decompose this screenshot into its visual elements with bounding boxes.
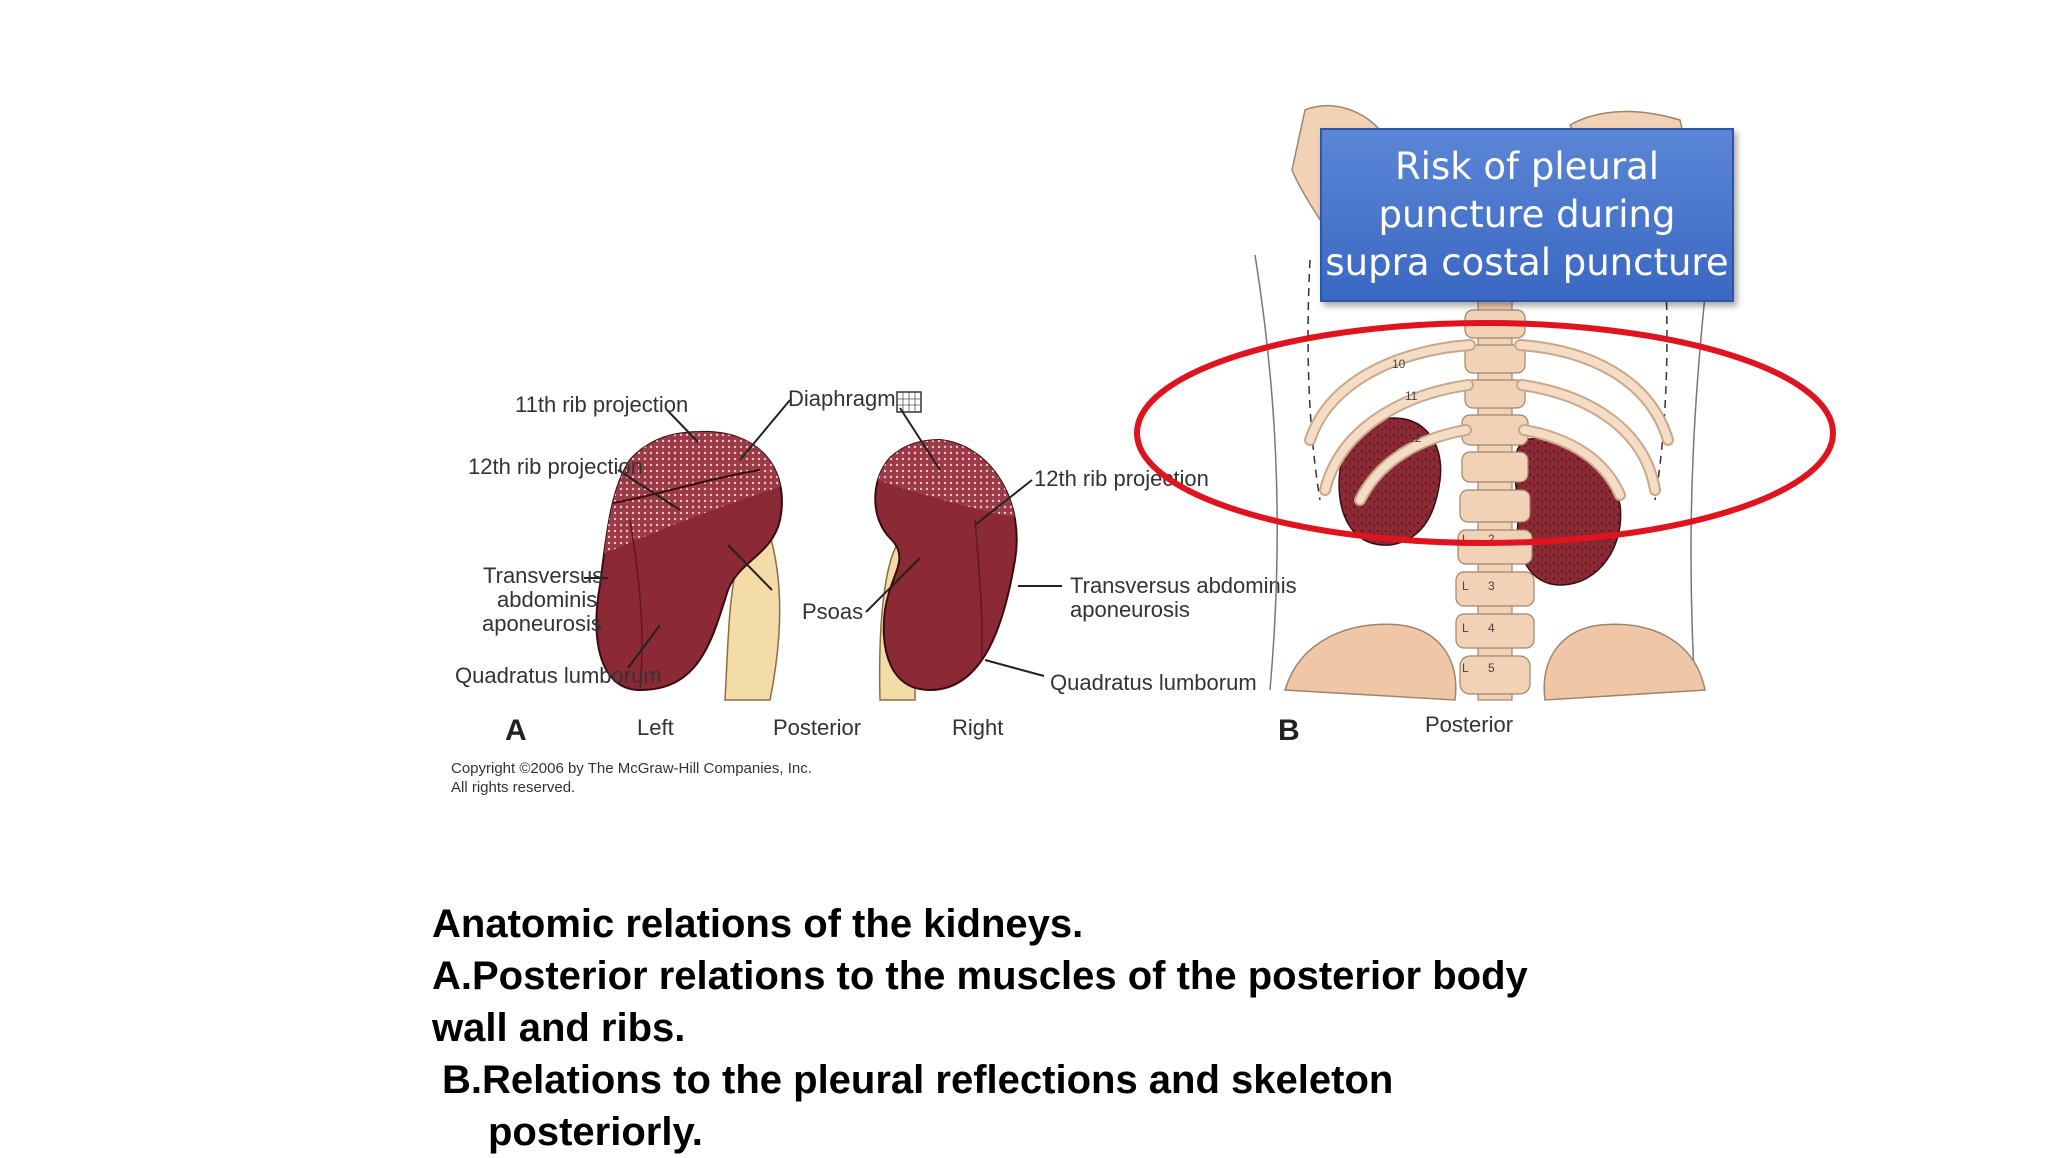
copyright-line-1: Copyright ©2006 by The McGraw-Hill Compa… [451,760,812,777]
label-transversus-right-1: Transversus abdominis [1070,573,1297,598]
caption-line-2: A.Posterior relations to the muscles of … [432,954,1528,998]
label-right: Right [952,715,1003,740]
vertebrae [1455,309,1535,695]
vertebra-label-4: 4 [1488,621,1495,635]
rib-number-11: 11 [1405,389,1418,403]
figure-caption: Anatomic relations of the kidneys. A.Pos… [432,898,1692,1158]
caption-line-5: posteriorly. [488,1110,703,1154]
label-transversus-left-2: abdominis [497,587,597,612]
label-11th-rib: 11th rib projection [515,392,688,417]
panel-a-letter: A [505,714,527,747]
caption-line-4-text: Relations to the pleural reflections and… [482,1058,1394,1102]
caption-line-1: Anatomic relations of the kidneys. [432,902,1084,946]
risk-callout: Risk of pleural puncture during supra co… [1320,128,1734,302]
rib-number-12: 12 [1408,431,1422,445]
risk-callout-text: Risk of pleural puncture during supra co… [1325,145,1729,284]
vertebra-prefix-l5: L [1462,661,1469,675]
label-left: Left [637,715,674,740]
caption-line-4-marker: B. [442,1058,482,1102]
ribs-fill [1306,341,1672,504]
risk-ellipse [1134,320,1836,546]
label-quadratus-left: Quadratus lumborum [455,663,662,688]
label-12th-rib-left: 12th rib projection [468,454,643,479]
vertebra-prefix-l2: L [1462,532,1469,546]
panel-b-letter: B [1278,714,1300,747]
label-transversus-left-1: Transversus [483,563,603,588]
vertebra-prefix-l3: L [1462,579,1469,593]
iliac-left [1284,623,1457,701]
panel-a: 11th rib projection 12th rib projection … [451,386,1297,796]
label-psoas: Psoas [802,599,863,624]
copyright-line-2: All rights reserved. [451,779,575,796]
vertebra-label-2: 2 [1488,532,1495,546]
psoas-left [724,508,781,701]
label-quadratus-right: Quadratus lumborum [1050,670,1257,695]
label-transversus-right-2: aponeurosis [1070,597,1190,622]
caption-line-3: wall and ribs. [432,1006,686,1050]
vertebra-prefix-l4: L [1462,621,1469,635]
label-posterior-b: Posterior [1425,712,1513,737]
label-posterior-a: Posterior [773,715,861,740]
rib-number-10: 10 [1392,357,1406,371]
iliac-right [1543,623,1706,701]
vertebra-label-5: 5 [1488,661,1495,675]
caption-line-4: B. Relations to the pleural reflections … [432,1054,1692,1106]
label-transversus-left-3: aponeurosis [482,611,602,636]
vertebra-label-3: 3 [1488,579,1495,593]
label-diaphragm: Diaphragm [788,386,896,411]
